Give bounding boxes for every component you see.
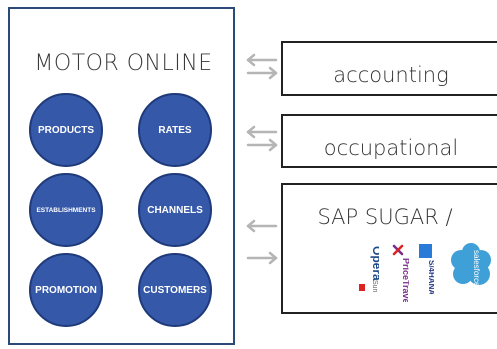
module-establishments: ESTABLISHMENTS xyxy=(29,173,103,247)
module-channels: CHANNELS xyxy=(138,173,212,247)
sync-arrows-occupational xyxy=(244,124,284,164)
module-label: RATES xyxy=(158,124,192,136)
svg-text:salesforce: salesforce xyxy=(472,250,481,287)
outbound-arrow-sap xyxy=(244,250,284,290)
system-label: SAP SUGAR / xyxy=(317,205,453,229)
opera-logo: Opera Sun xyxy=(357,244,384,297)
sap-s4hana-logo: S/4HANA xyxy=(418,244,436,299)
inbound-arrow-sap xyxy=(244,218,284,258)
pricetravel-logo: PriceTravel xyxy=(391,244,411,307)
module-products: PRODUCTS xyxy=(29,93,103,167)
svg-text:Opera: Opera xyxy=(370,246,379,281)
module-label: PRODUCTS xyxy=(37,124,95,136)
module-label: CHANNELS xyxy=(147,204,203,216)
svg-text:S/4HANA: S/4HANA xyxy=(427,260,434,294)
svg-text:Sun: Sun xyxy=(371,280,378,292)
system-box-accounting: accounting xyxy=(281,41,497,96)
module-rates: RATES xyxy=(138,93,212,167)
system-label: accounting xyxy=(333,63,449,87)
panel-title: MOTOR ONLINE xyxy=(34,51,213,76)
motor-online-panel: MOTOR ONLINE PRODUCTS RATES ESTABLISHMEN… xyxy=(8,7,235,345)
module-promotion: PROMOTION xyxy=(29,253,103,327)
system-box-occupational: occupational xyxy=(281,114,497,168)
system-label: occupational xyxy=(323,136,459,160)
svg-text:PriceTravel: PriceTravel xyxy=(401,258,409,302)
system-box-sap-sugar: SAP SUGAR / xyxy=(281,183,497,314)
module-customers: CUSTOMERS xyxy=(138,253,212,327)
module-label: CUSTOMERS xyxy=(143,284,207,296)
module-label: ESTABLISHMENTS xyxy=(36,206,96,214)
module-label: PROMOTION xyxy=(35,284,97,296)
sync-arrows-accounting xyxy=(244,52,284,92)
salesforce-logo: salesforce xyxy=(449,242,493,293)
